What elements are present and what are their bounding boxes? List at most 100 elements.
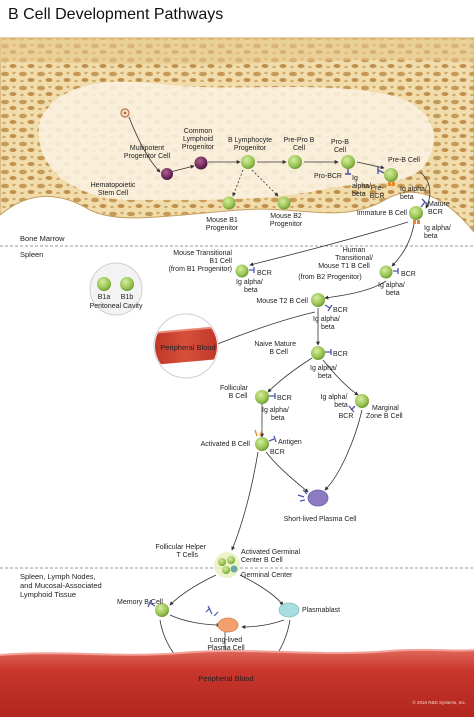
marginal-zone-b-cell [355,394,369,408]
b1prog-label-1: Mouse B1 [206,217,238,224]
pro-bcr-receptor [345,169,351,175]
multipotent-progenitor-cell [161,168,173,180]
marginal-label-2: Zone B Cell [366,413,403,420]
follicular-label-1: Follicular [220,385,249,392]
ig-ab-label-3: beta [352,191,366,198]
memory-b-cell [155,603,169,617]
preb-label: Pre-B Cell [388,157,420,164]
mature-bcr-label-2: BCR [428,209,443,216]
follicular-helper-t-cell [230,565,238,573]
bcr-label-2: BCR [401,271,416,278]
naive-mature-b-cell [311,346,325,360]
b1b-label: B1b [121,294,134,301]
region-lymphoid-line-2: and Mucosal-Associated [20,581,102,590]
ig-ab4c-label-2: beta [321,324,335,331]
ig-ab4f-label-1: Ig alpha/ [321,394,348,401]
blp-label-1: B Lymphocyte [228,137,272,144]
plasmablast-label: Plasmablast [302,607,340,614]
pro-bcr-label: Pro-BCR [314,173,342,180]
region-bone-marrow: Bone Marrow [20,234,65,243]
peritoneal-cavity-circle [89,262,143,316]
pre-bcr-receptor [377,166,385,174]
immature-b-cell [409,206,423,220]
bone-marrow-cavity [38,81,434,201]
ig-ab4f-label-2: beta [334,402,348,409]
ig-ab4b-label-2: beta [386,290,400,297]
plasma-short-label: Short-lived Plasma Cell [284,516,357,523]
clp-label-1: Common [184,128,213,135]
pre-b-cell [384,168,398,182]
gc-b-label-2: Center B Cell [241,557,283,564]
b-lymphocyte-progenitor-cell [241,155,255,169]
human-t1-label-2: Transitional/ [335,255,373,262]
region-lymphoid-line-3: Lymphoid Tissue [20,590,76,599]
pre-bcr-label-1: Pre- [370,185,384,192]
gc-b-label-1: Activated Germinal [241,549,301,556]
region-lymphoid-line-1: Spleen, Lymph Nodes, [20,572,96,581]
peripheral-blood-label-2: Peripheral Blood [198,674,253,683]
ig-ab-label-1: Ig [352,175,358,182]
ig-ab4-label-1: Ig alpha/ [236,279,263,286]
t2-label: Mouse T2 B Cell [256,298,308,305]
copyright: © 2016 R&D Systems, Inc. [412,699,466,705]
ig-ab3-label-2: beta [424,233,438,240]
bcr-label-3: BCR [333,307,348,314]
prob-label-2: Cell [334,147,347,154]
antibody-icon [297,489,308,502]
b1b-cell [120,277,134,291]
bcr-label-7: BCR [270,449,285,456]
tfh-label-2: T Cells [176,552,198,559]
blp-label-2: Progenitor [234,145,267,152]
ig-ab4b-label-1: Ig alpha/ [378,282,405,289]
gc-label: Germinal Center [241,572,293,579]
mature-bcr-label-1: Mature [428,201,450,208]
plasmablast-cell [278,602,300,618]
hsc-label-2: Stem Cell [98,190,129,197]
common-lymphoid-progenitor-cell [194,156,208,170]
hsc-label-1: Hematopoietic [91,182,136,189]
mpp-label-1: Multipotent [130,145,164,152]
marginal-label-1: Marginal [372,405,399,412]
blood-vessel-segment [155,326,217,366]
peripheral-blood-label-1: Peripheral Blood [160,343,215,352]
b1a-label: B1a [98,294,111,301]
activated-b-cell [255,437,269,451]
naive-label-2: B Cell [269,349,288,356]
plasma-long-label-1: Long-lived [210,637,242,644]
clp-label-3: Progenitor [182,144,215,151]
bcr-label-1: BCR [257,270,272,277]
memory-label: Memory B Cell [117,599,163,606]
mouse-b1-progenitor-cell [222,196,236,210]
pre-pro-b-cell [288,155,302,169]
ig-ab4-label-2: beta [244,287,258,294]
follicular-b-cell [255,390,269,404]
ig-ab2-label-2: beta [400,194,414,201]
marrow-arrows [128,116,431,209]
naive-label-1: Naive Mature [254,341,296,348]
ig-ab4c-label-1: Ig alpha/ [313,316,340,323]
bcr-label-5: BCR [277,395,292,402]
germinal-center-halo [214,552,240,578]
ig-ab4d-label-2: beta [318,373,332,380]
mouse-b2-progenitor-cell [277,196,291,210]
mouse-t1-label-3: (from B1 Progenitor) [169,266,232,273]
human-t1-label-3: Mouse T1 B Cell [318,263,370,270]
mpp-label-2: Progenitor Cell [124,153,171,160]
mature-bcr-receptor [420,198,429,208]
ig-ab-label-2: alpha/ [352,183,371,190]
mouse-transitional-b1-cell [235,264,249,278]
page-title: B Cell Development Pathways [8,6,224,23]
bcr-label-6: BCR [339,413,354,420]
b2prog-label-2: Progenitor [270,221,303,228]
ig-ab2-label-1: Ig alpha/ [400,186,427,193]
b1a-cell [97,277,111,291]
antigen-binding [254,429,263,437]
pre-bcr-label-2: BCR [370,193,385,200]
human-t1-label-4: (from B2 Progenitor) [298,274,361,281]
peritoneal-label: Peritoneal Cavity [90,303,143,310]
prob-label-1: Pro-B [331,139,349,146]
mouse-t2-b-cell [311,293,325,307]
short-lived-plasma-cell [307,489,329,507]
mouse-t1-label-1: Mouse Transitional [173,250,232,257]
region-spleen: Spleen [20,250,43,259]
